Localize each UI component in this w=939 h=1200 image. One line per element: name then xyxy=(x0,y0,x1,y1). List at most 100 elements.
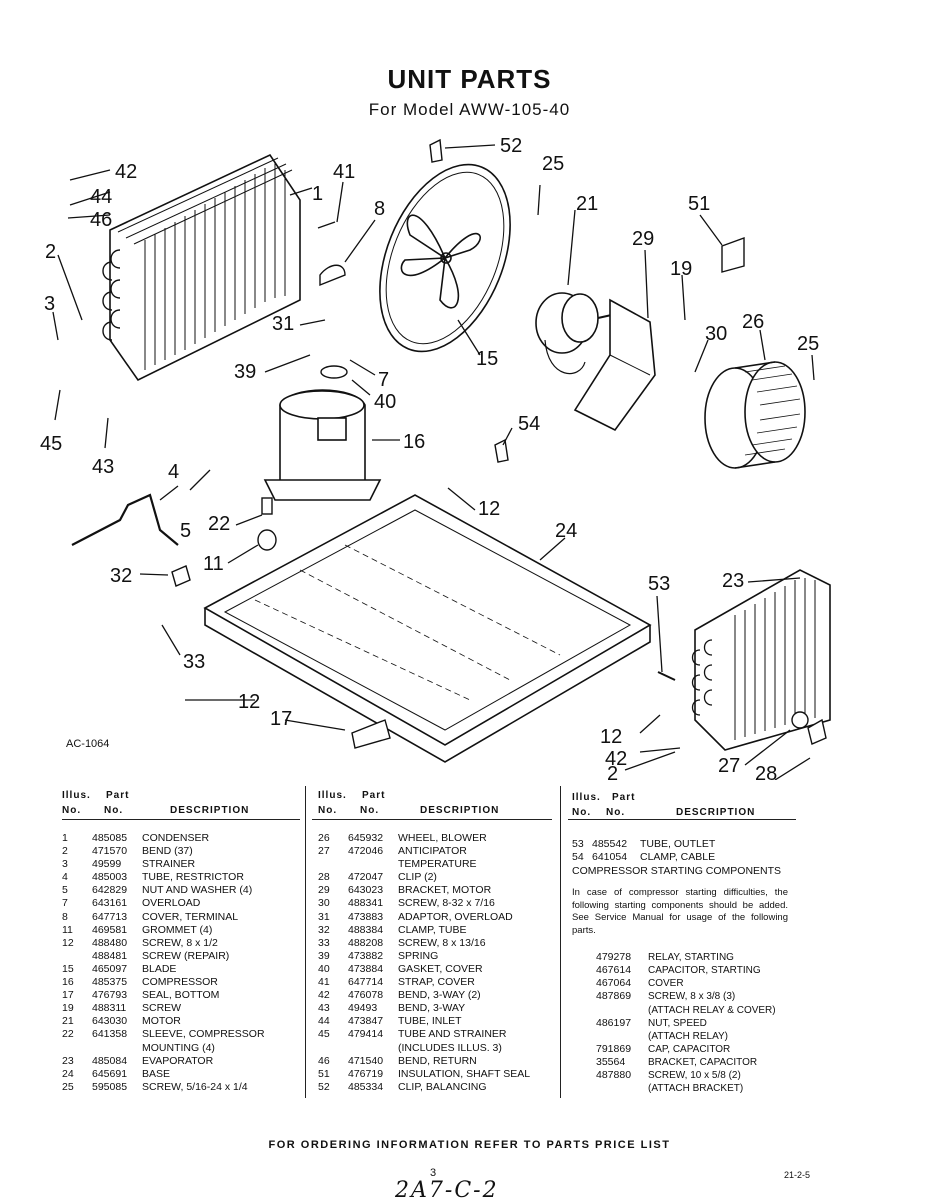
part-number xyxy=(596,1030,648,1043)
callout-label: 5 xyxy=(180,520,191,542)
part-number: 465097 xyxy=(92,962,128,975)
illus-number: 54 xyxy=(572,851,584,864)
part-number: 488384 xyxy=(348,923,384,936)
illus-number xyxy=(318,1042,348,1055)
illus-number: 4 xyxy=(62,871,68,884)
illus-number: 1 xyxy=(62,832,68,844)
part-number: 479278 xyxy=(596,951,632,964)
illus-number: 16 xyxy=(62,976,74,989)
part-description: STRAINER xyxy=(142,858,196,871)
callout-label: 29 xyxy=(632,228,654,250)
part-description: TUBE, INLET xyxy=(398,1015,462,1028)
part-number: 485375 xyxy=(92,976,128,989)
callout-label: 11 xyxy=(203,553,224,575)
callout-label: 15 xyxy=(476,348,498,370)
callout-label: 7 xyxy=(378,369,389,391)
part-number: 479414 xyxy=(348,1028,384,1041)
illus-number: 29 xyxy=(318,884,330,897)
part-description: NUT AND WASHER (4) xyxy=(142,884,253,897)
fan-motor xyxy=(535,292,626,375)
part-number: 643023 xyxy=(348,884,384,897)
part-number: 476793 xyxy=(92,989,128,1002)
callout-label: 39 xyxy=(234,361,256,383)
illus-number: 31 xyxy=(318,910,330,923)
illus-number: 51 xyxy=(318,1067,330,1080)
part-number: 485085 xyxy=(92,832,128,844)
part-description: CAP, CAPACITOR xyxy=(648,1043,731,1055)
starting-note: In case of compressor starting difficult… xyxy=(572,887,788,936)
part-description: BASE xyxy=(142,1067,171,1080)
part-description: (ATTACH RELAY) xyxy=(648,1030,729,1042)
column-header: Illus. Part No. No. DESCRIPTION xyxy=(62,790,250,816)
part-number: 485542 xyxy=(592,838,628,850)
illus-number: 39 xyxy=(318,949,330,962)
callout-label: 22 xyxy=(208,513,230,535)
part-description: WHEEL, BLOWER xyxy=(398,832,487,844)
part-description: SCREW, 8-32 x 7/16 xyxy=(398,897,495,910)
illus-number: 8 xyxy=(62,910,68,923)
callout-label: 51 xyxy=(688,193,710,215)
part-number: 647714 xyxy=(348,976,384,989)
table-row: (INCLUDES ILLUS. 3) xyxy=(318,1042,554,1055)
part-description: (ATTACH BRACKET) xyxy=(648,1083,744,1095)
table-row: (ATTACH BRACKET) xyxy=(596,1082,794,1095)
part-number: 467614 xyxy=(596,964,632,977)
illus-number: 41 xyxy=(318,976,330,989)
part-description: TUBE, OUTLET xyxy=(640,838,716,850)
callout-label: 41 xyxy=(333,161,355,183)
callout-label: 3 xyxy=(44,293,55,315)
part-number xyxy=(348,858,398,871)
illus-number: 15 xyxy=(62,962,74,975)
illus-number: 23 xyxy=(62,1054,74,1067)
part-number: 473884 xyxy=(348,962,384,975)
part-description: COVER, TERMINAL xyxy=(142,910,239,923)
part-description: CLAMP, CABLE xyxy=(640,851,716,864)
column-header: Illus. Part No. No. DESCRIPTION xyxy=(318,790,500,816)
starting-heading: COMPRESSOR STARTING COMPONENTS xyxy=(572,865,782,878)
part-number: 487880 xyxy=(596,1069,632,1082)
callout-label: 1 xyxy=(312,183,323,205)
illus-number: 22 xyxy=(62,1028,74,1041)
part-number: 488208 xyxy=(348,936,384,949)
illus-number xyxy=(318,858,348,871)
illus-number: 33 xyxy=(318,936,330,949)
part-number: 647713 xyxy=(92,910,128,923)
part-number: 485003 xyxy=(92,871,128,884)
illus-number: 46 xyxy=(318,1054,330,1067)
callout-label: 30 xyxy=(705,323,727,345)
table-row: (ATTACH RELAY) xyxy=(596,1030,794,1043)
part-number xyxy=(596,1082,648,1095)
part-description: NUT, SPEED xyxy=(648,1017,707,1029)
illus-number: 2 xyxy=(62,845,68,858)
illus-number: 40 xyxy=(318,962,330,975)
blower-wheel xyxy=(704,361,806,469)
illus-number: 5 xyxy=(62,884,68,897)
part-description: TEMPERATURE xyxy=(398,858,477,871)
part-number: 49599 xyxy=(92,858,122,871)
callout-label: 27 xyxy=(718,755,740,777)
